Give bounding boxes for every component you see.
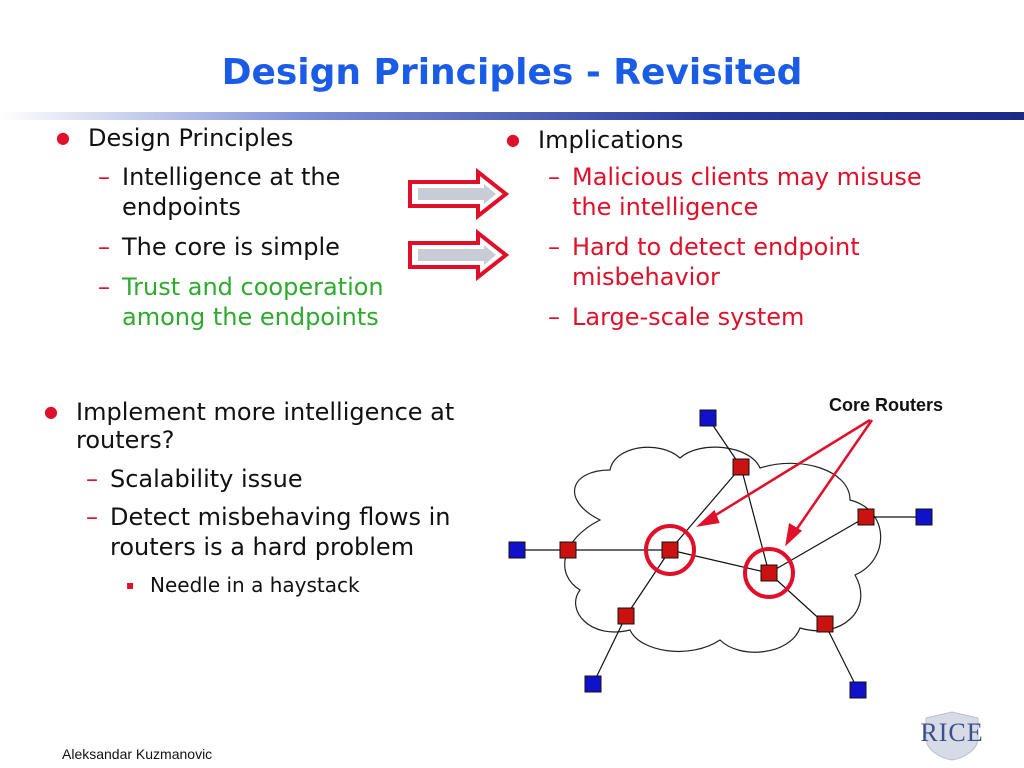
design-principles-heading: Design Principles [56, 124, 416, 152]
endpoint-node [915, 508, 933, 526]
router-node [857, 508, 875, 526]
needle-haystack: Needle in a haystack [126, 572, 494, 598]
principle-core-simple: The core is simple [98, 232, 416, 262]
implication-malicious-clients: Malicious clients may misuse the intelli… [548, 162, 926, 222]
title-divider [0, 112, 1024, 120]
core-router-node [661, 541, 679, 559]
implications-heading: Implications [506, 126, 926, 154]
endpoint-node [508, 541, 526, 559]
core-router-pointers [696, 418, 874, 547]
design-principles-list: Design Principles Intelligence at the en… [56, 124, 416, 332]
core-routers-label: Core Routers [829, 395, 943, 415]
implication-hard-detect: Hard to detect endpoint misbehavior [548, 232, 926, 292]
core-router-highlight-right [743, 547, 795, 599]
author-footer: Aleksandar Kuzmanovic [62, 746, 213, 762]
router-node [816, 615, 834, 633]
detect-misbehaving-flows: Detect misbehaving flows in routers is a… [86, 502, 494, 562]
endpoint-node [584, 675, 602, 693]
core-router-highlight-left [644, 524, 696, 576]
router-node [559, 541, 577, 559]
router-intelligence-heading: Implement more intelligence at routers? [44, 398, 494, 454]
logo-text: RICE [920, 718, 984, 747]
principle-trust-cooperation: Trust and cooperation among the endpoint… [98, 272, 416, 332]
implication-arrow-2 [408, 228, 510, 282]
shield-icon [925, 711, 979, 761]
implications-list: Implications Malicious clients may misus… [506, 126, 926, 332]
endpoint-node [699, 409, 717, 427]
endpoints [508, 409, 933, 699]
endpoint-node [849, 681, 867, 699]
implication-arrow-1 [408, 167, 510, 221]
router-node [617, 607, 635, 625]
routers [559, 458, 875, 633]
principle-intelligence-endpoints: Intelligence at the endpoints [98, 162, 416, 222]
router-intelligence-list: Implement more intelligence at routers? … [44, 398, 494, 598]
scalability-issue: Scalability issue [86, 464, 494, 494]
core-router-node [760, 564, 778, 582]
implication-large-scale: Large-scale system [548, 302, 926, 332]
rice-logo: RICE [912, 706, 992, 762]
network-cloud [564, 446, 882, 653]
router-node [732, 458, 750, 476]
slide-title: Design Principles - Revisited [221, 52, 803, 93]
